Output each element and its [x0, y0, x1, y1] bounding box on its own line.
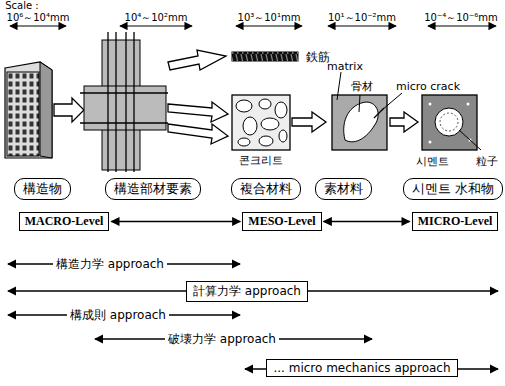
node-text: MACRO-Level: [25, 214, 104, 228]
scale-box: 複合材料: [231, 178, 301, 200]
scale-box: 構造物: [14, 178, 71, 200]
approach-label: 破壊力学 approach: [165, 331, 279, 348]
approach-label: 構造力学 approach: [53, 256, 167, 273]
level-box: MESO-Level: [242, 212, 321, 231]
approach-box: 計算力学 approach: [186, 281, 308, 302]
concrete: [232, 95, 290, 150]
label: 시멘트: [416, 154, 449, 169]
node-text: 計算力学 approach: [193, 284, 301, 298]
scale-box: 素材料: [315, 178, 372, 200]
approach-arrows: [8, 264, 498, 369]
approach-label: 構成則 approach: [67, 307, 169, 324]
label: 10¹～10⁻²mm: [328, 11, 396, 25]
node-text: 構造部材要素: [114, 181, 192, 196]
aggregate-matrix: [332, 72, 402, 150]
level-connector: [324, 221, 410, 222]
level-connector: [111, 221, 240, 222]
scale-box: 시멘트 水和物: [403, 178, 503, 200]
label: 10⁴～10²mm: [125, 11, 188, 25]
node-text: MESO-Level: [248, 214, 315, 228]
node-text: 複合材料: [240, 181, 292, 196]
level-box: MACRO-Level: [19, 212, 110, 231]
label: 10³～10¹mm: [238, 11, 301, 25]
scale-box: 構造部材要素: [105, 178, 201, 200]
node-text: 시멘트 水和物: [412, 181, 494, 196]
approach-box: ... micro mechanics approach: [266, 359, 457, 377]
label: 콘크리트: [239, 153, 283, 168]
building: [5, 62, 52, 158]
label: 10⁶～10⁴mm: [7, 11, 70, 25]
label: micro crack: [396, 80, 460, 93]
beam-column-joint: [80, 32, 168, 172]
node-text: ... micro mechanics approach: [273, 361, 450, 375]
cement-particle: [422, 95, 481, 150]
node-text: 構造物: [23, 181, 62, 196]
node-text: 素材料: [324, 181, 363, 196]
scale-arrows: [10, 25, 496, 26]
label: 10⁻⁴～10⁻⁶mm: [424, 11, 498, 25]
rebar: [232, 52, 298, 61]
label: 骨材: [351, 79, 373, 94]
level-box: MICRO-Level: [412, 212, 499, 231]
label: 粒子: [476, 154, 498, 169]
label: matrix: [327, 60, 363, 73]
label: 鉄筋: [306, 49, 330, 66]
node-text: MICRO-Level: [418, 214, 493, 228]
label: Scale :: [5, 0, 38, 11]
